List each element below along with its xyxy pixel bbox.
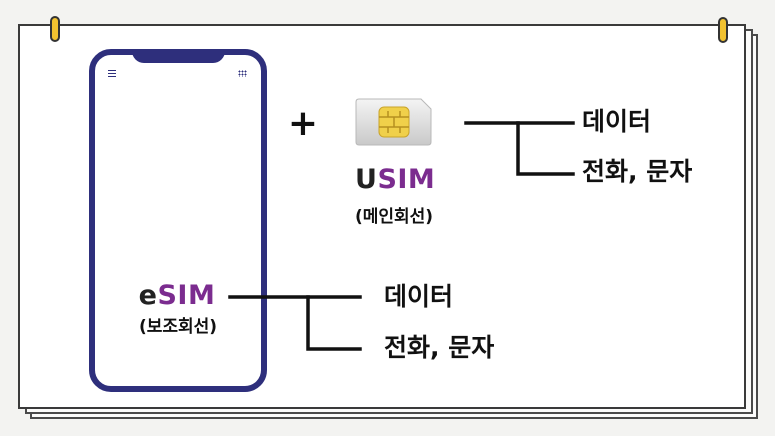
pin-icon <box>50 16 60 42</box>
app-grid-icon <box>238 70 247 77</box>
esim-connector-call <box>306 295 362 351</box>
hamburger-menu-icon <box>108 70 116 77</box>
esim-branch-call-sms: 전화, 문자 <box>384 333 495 362</box>
usim-label: USIM <box>355 164 436 196</box>
esim-branch-data: 데이터 <box>384 282 454 311</box>
esim-label-accent: SIM <box>157 280 216 311</box>
esim-sublabel: (보조회선) <box>138 317 218 337</box>
usim-branch-call-sms: 전화, 문자 <box>582 157 693 186</box>
usim-card-icon <box>355 98 432 146</box>
pin-icon <box>718 17 728 43</box>
esim-label: eSIM <box>132 280 222 312</box>
phone-outline <box>89 49 267 392</box>
esim-label-lead: e <box>138 280 158 311</box>
usim-label-lead: U <box>355 164 378 195</box>
phone-notch <box>132 49 225 63</box>
usim-sublabel: (메인회선) <box>354 207 434 227</box>
plus-sign: + <box>287 103 319 144</box>
usim-branch-data: 데이터 <box>582 107 652 136</box>
usim-label-accent: SIM <box>377 164 436 195</box>
usim-connector-call <box>516 121 575 176</box>
